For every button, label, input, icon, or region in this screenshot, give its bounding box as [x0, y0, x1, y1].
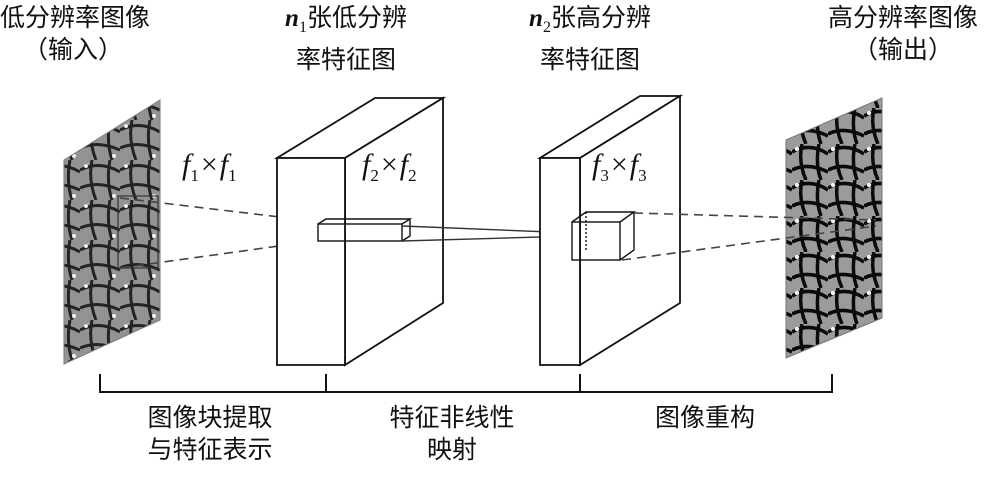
stage-2-label-line-2: 映射: [426, 435, 477, 464]
stage-2-label-line-1: 特征非线性: [389, 403, 515, 432]
feature-map-2-label-line-1: n2张高分辨: [529, 3, 651, 36]
feature-map-1-label-line-1: n1张低分辨: [285, 3, 407, 36]
feature-map-block-2: [536, 94, 684, 367]
stage-1-label: 图像块提取 与特征表示: [110, 402, 310, 466]
filter-cuboid-1: [317, 218, 413, 242]
input-label: 低分辨率图像 （输入）: [0, 2, 151, 66]
filter-cuboid-2: [571, 211, 637, 261]
filter-size-f1: f1×f1: [182, 148, 237, 185]
stage-1-label-line-1: 图像块提取: [147, 403, 273, 432]
projection-lines-3: [621, 212, 877, 261]
input-label-line-2: （输入）: [22, 35, 123, 64]
output-label-line-2: （输出）: [852, 35, 953, 64]
feature-map-2-label-line-2: 率特征图: [539, 45, 640, 74]
stage-2-label: 特征非线性 映射: [352, 402, 552, 466]
feature-map-1-label: n1张低分辨 率特征图: [266, 2, 426, 76]
filter-size-f2: f2×f2: [362, 148, 417, 185]
input-label-line-1: 低分辨率图像: [0, 3, 151, 32]
stage-3-label-line-1: 图像重构: [654, 403, 755, 432]
output-image: [785, 97, 883, 359]
stage-3-label: 图像重构: [600, 402, 810, 434]
input-patch: [117, 195, 159, 269]
input-image: [63, 99, 161, 365]
output-label-line-1: 高分辨率图像: [827, 3, 978, 32]
feature-map-1-label-line-2: 率特征图: [295, 45, 396, 74]
stage-1-label-line-2: 与特征表示: [147, 435, 273, 464]
stage-bracket: [99, 374, 833, 393]
feature-map-2-label: n2张高分辨 率特征图: [510, 2, 670, 76]
filter-size-f3: f3×f3: [592, 148, 647, 185]
feature-map-block-1: [273, 96, 447, 367]
output-label: 高分辨率图像 （输出）: [818, 2, 988, 66]
